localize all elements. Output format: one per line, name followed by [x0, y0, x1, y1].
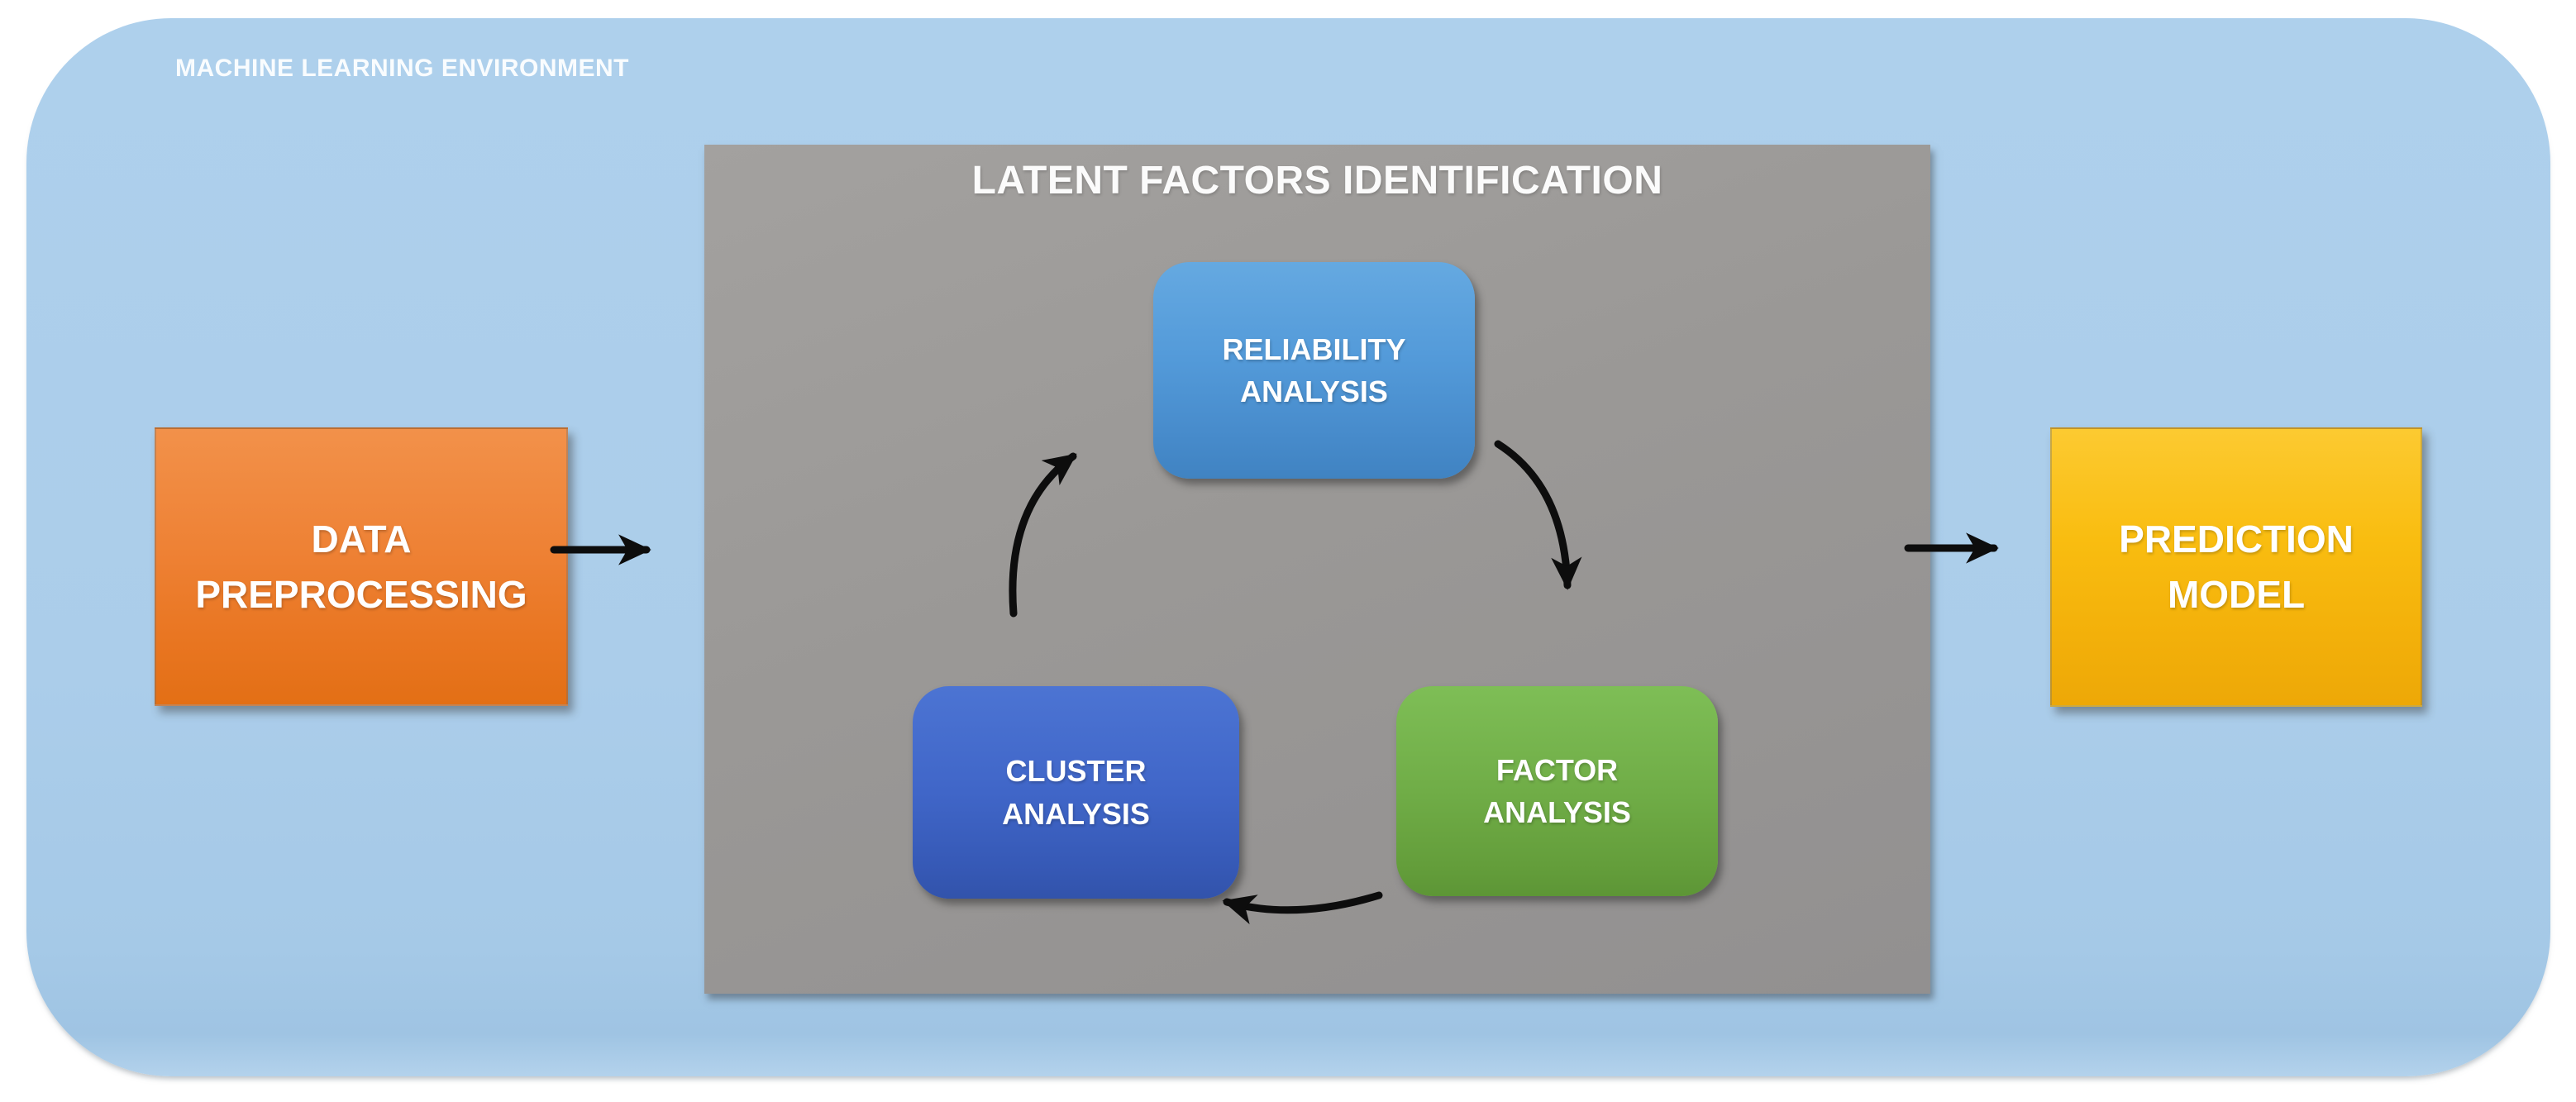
data-preprocessing-label-line1: DATA	[311, 517, 412, 561]
latent-factors-title: LATENT FACTORS IDENTIFICATION	[971, 159, 1663, 203]
cluster-label-line1: CLUSTER	[1005, 754, 1147, 789]
cluster-label-line2: ANALYSIS	[1002, 796, 1150, 831]
data-preprocessing-node: DATA PREPROCESSING	[155, 427, 568, 706]
prediction-model-label-line2: MODEL	[2167, 573, 2306, 616]
reliability-analysis-node: RELIABILITY ANALYSIS	[1153, 262, 1475, 479]
reliability-label-line2: ANALYSIS	[1240, 374, 1388, 408]
reliability-label-line1: RELIABILITY	[1222, 332, 1406, 366]
prediction-model-label-line1: PREDICTION	[2119, 518, 2354, 561]
factor-label-line2: ANALYSIS	[1483, 795, 1631, 829]
environment-title: MACHINE LEARNING ENVIRONMENT	[175, 55, 630, 82]
machine-learning-environment-panel: MACHINE LEARNING ENVIRONMENT DATA PREPRO…	[26, 18, 2550, 1076]
factor-label-line1: FACTOR	[1496, 752, 1619, 787]
latent-factors-identification-panel: LATENT FACTORS IDENTIFICATION RELIABILIT…	[704, 145, 1930, 994]
cluster-analysis-node: CLUSTER ANALYSIS	[913, 686, 1239, 899]
factor-analysis-node: FACTOR ANALYSIS	[1396, 686, 1718, 896]
data-preprocessing-label-line2: PREPROCESSING	[195, 572, 527, 616]
prediction-model-node: PREDICTION MODEL	[2050, 427, 2422, 707]
